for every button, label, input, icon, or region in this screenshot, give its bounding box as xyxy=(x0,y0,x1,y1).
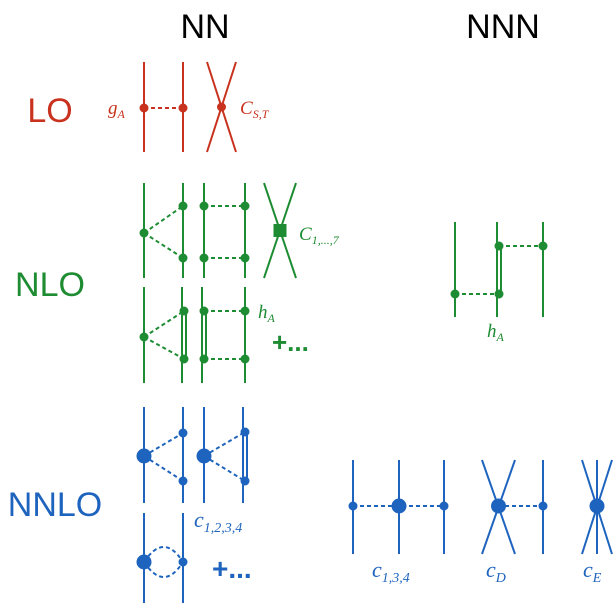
vertex xyxy=(178,201,188,211)
c-d-label: cD xyxy=(486,557,506,586)
h-a-nn-label: hA xyxy=(258,302,276,325)
lo-label: LO xyxy=(27,92,72,130)
c-1234-label: c1,2,3,4 xyxy=(194,507,242,536)
nnn-header: NNN xyxy=(466,8,540,46)
nlo-triangle xyxy=(139,183,188,278)
vertex xyxy=(139,103,149,113)
nnlo-triangle xyxy=(136,407,188,503)
nnlo-label: NNLO xyxy=(8,486,102,524)
c-1-7-label: C1,...,7 xyxy=(299,224,340,247)
nnlo-nnn-ce xyxy=(581,459,613,555)
nnlo-nnn-two-pion xyxy=(348,460,449,554)
vertex xyxy=(178,103,188,113)
large-vertex xyxy=(136,448,152,464)
nlo-diagrams xyxy=(139,182,548,383)
c-e-label: cE xyxy=(583,557,602,586)
contact-square-vertex xyxy=(273,224,287,237)
lo-one-pion-exchange xyxy=(139,62,188,152)
nlo-box xyxy=(199,183,250,278)
nnlo-nnn-cd xyxy=(481,459,548,555)
nlo-box-delta xyxy=(199,287,250,383)
h-a-nnn-label: hA xyxy=(487,321,505,344)
nn-header: NN xyxy=(180,8,229,46)
vertex xyxy=(139,228,149,238)
nnlo-football xyxy=(136,513,188,603)
nnlo-diagrams xyxy=(136,407,613,603)
nlo-triangle-delta xyxy=(139,287,189,383)
nlo-contact xyxy=(263,182,297,279)
c-134-label: c1,3,4 xyxy=(372,557,410,586)
lo-diagrams xyxy=(139,61,237,153)
lo-contact xyxy=(206,61,237,153)
nlo-nnn-delta xyxy=(450,222,548,317)
nlo-label: NLO xyxy=(15,266,85,304)
contact-vertex xyxy=(217,102,226,112)
nlo-more-terms: +... xyxy=(272,327,309,357)
vertex xyxy=(178,253,188,263)
c-st-label: CS,T xyxy=(240,98,270,121)
g-a-label: gA xyxy=(108,98,126,121)
nnlo-triangle-delta xyxy=(196,407,250,503)
nnlo-more-terms: +... xyxy=(212,553,252,584)
